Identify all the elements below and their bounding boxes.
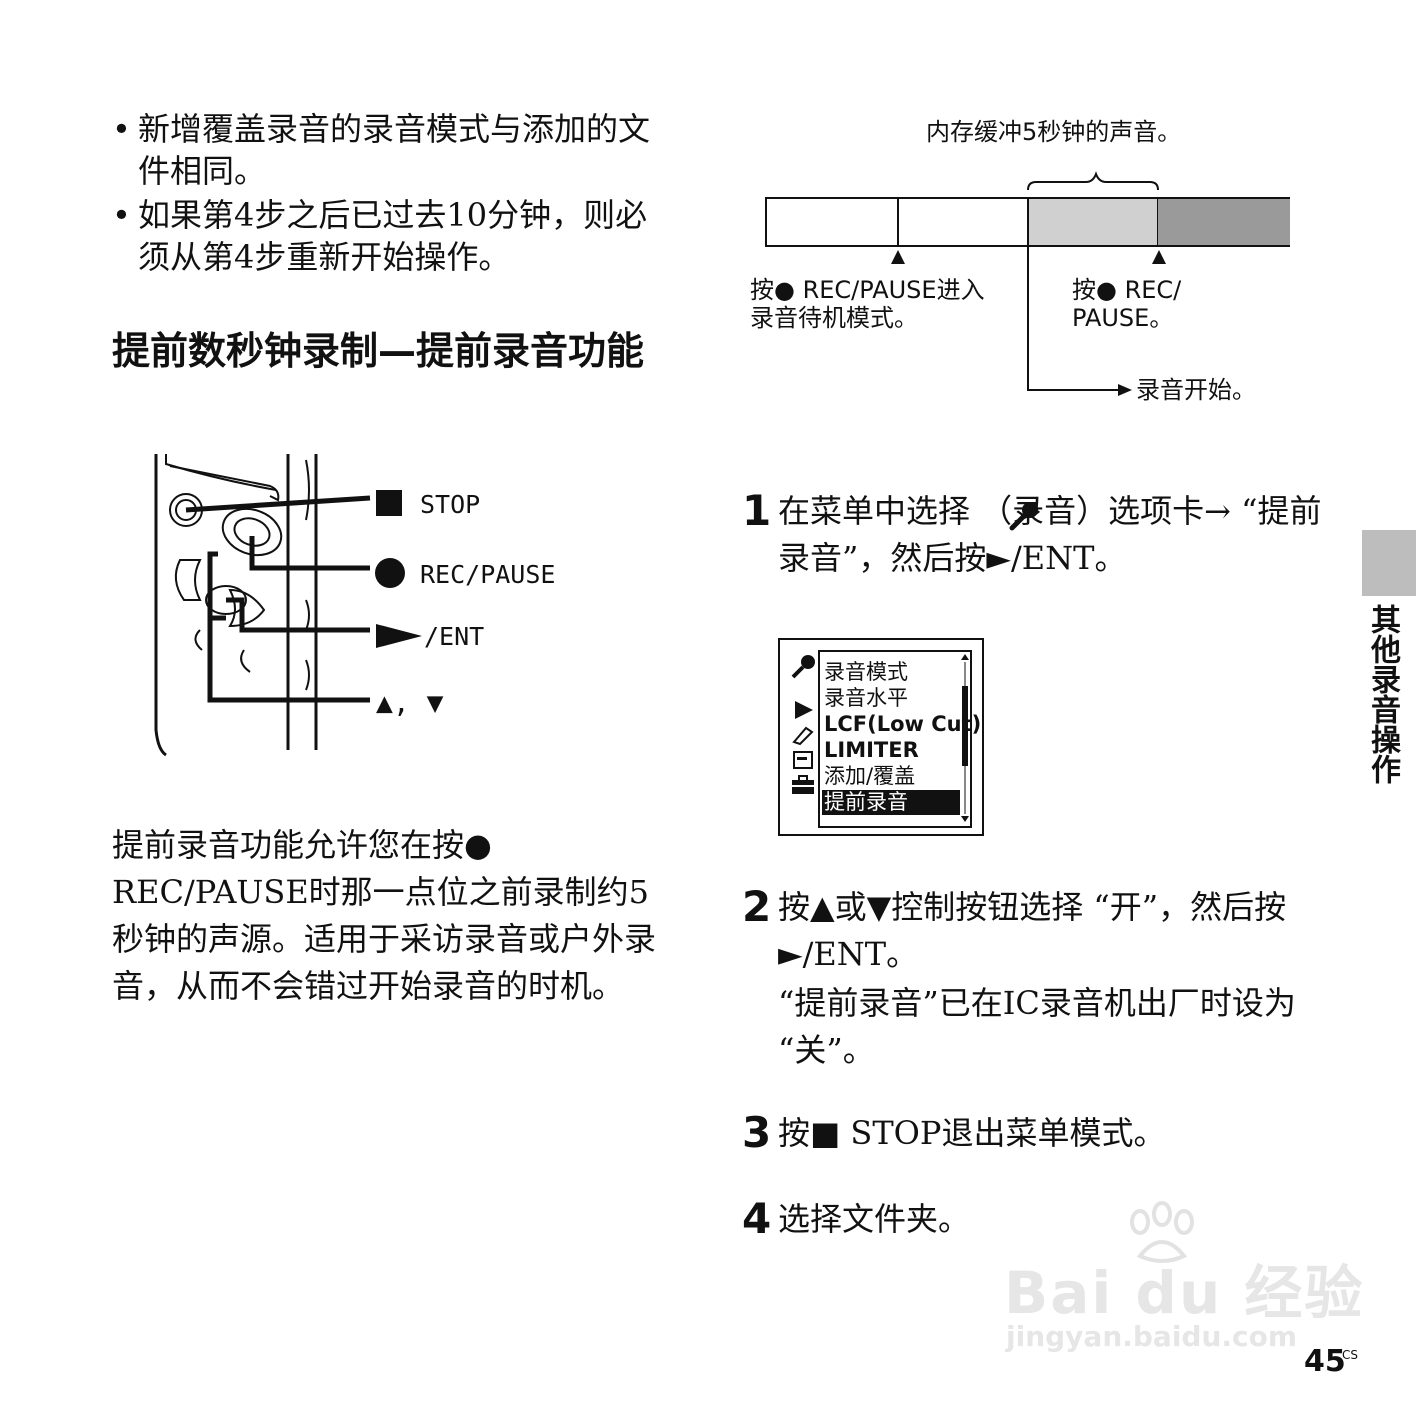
side-section-label: 其他录音操作: [1365, 604, 1400, 784]
step-text: 在菜单中选择 （录音）选项卡→ “提前录音”，然后按►/ENT。: [778, 492, 1322, 577]
menu-item-rec-level[interactable]: 录音水平: [824, 686, 908, 710]
menu-item-lcf[interactable]: LCF(Low Cut): [824, 712, 982, 736]
lcd-menu-screen: 录音模式 录音水平 LCF(Low Cut) LIMITER 添加/覆盖 提前录…: [778, 638, 984, 836]
page-number: 45: [1304, 1344, 1346, 1379]
side-tab-marker: [1362, 530, 1416, 596]
start-label: 录音开始。: [1136, 376, 1256, 404]
step-3: 3 按■ STOP退出菜单模式。: [742, 1110, 1322, 1157]
step-4: 4 选择文件夹。: [742, 1196, 1322, 1243]
edit-tab-icon: [792, 726, 814, 746]
step-number: 3: [742, 1108, 772, 1157]
section-heading: 提前数秒钟录制—提前录音功能: [112, 329, 645, 373]
play-triangle-icon: [376, 624, 422, 648]
bullet-dot: •: [112, 110, 131, 148]
step-number: 4: [742, 1194, 772, 1243]
timeline-diagram: [765, 171, 1290, 396]
bullet-item: • 如果第4步之后已过去10分钟，则必须从第4步重新开始操作。: [112, 194, 672, 278]
step-note-text: “提前录音”已在IC录音机出厂时设为 “关”。: [778, 984, 1296, 1069]
stop-label: STOP: [420, 490, 481, 519]
step-1: 1 在菜单中选择 （录音）选项卡→ “提前录音”，然后按►/ENT。: [742, 488, 1322, 582]
standby-label-line2: 录音待机模式。: [750, 304, 918, 332]
menu-item-add-overwrite[interactable]: 添加/覆盖: [824, 764, 916, 788]
step-text: 按■ STOP退出菜单模式。: [778, 1114, 1166, 1152]
step-2: 2 按▲或▼控制按钮选择 “开”，然后按►/ENT。: [742, 884, 1322, 978]
step-text: 按▲或▼控制按钮选择 “开”，然后按►/ENT。: [778, 888, 1287, 973]
feature-paragraph: 提前录音功能允许您在按● REC/PAUSE时那一点位之前录制约5秒钟的声源。适…: [112, 826, 657, 1005]
standby-label-line1: 按● REC/PAUSE进入: [750, 276, 985, 304]
play-tab-icon: [795, 701, 813, 719]
up-down-label: ▲, ▼: [376, 686, 444, 719]
buffer-label: 内存缓冲5秒钟的声音。: [926, 118, 1182, 146]
paw-logo-icon: [1130, 1201, 1194, 1263]
bullet-dot: •: [112, 196, 131, 234]
record-dot-icon: [375, 558, 405, 588]
lcd-menu-list: [818, 650, 972, 828]
step-text: 选择文件夹。: [778, 1200, 971, 1238]
menu-item-limiter[interactable]: LIMITER: [824, 738, 919, 762]
step-number: 2: [742, 882, 772, 931]
bullet-text: 新增覆盖录音的录音模式与添加的文件相同。: [138, 110, 651, 190]
watermark-url: jingyan.baidu.com: [1006, 1320, 1298, 1353]
menu-item-pre-recording[interactable]: 提前录音: [822, 790, 960, 815]
bullet-item: • 新增覆盖录音的录音模式与添加的文件相同。: [112, 108, 672, 192]
press-label-line2: PAUSE。: [1072, 304, 1174, 332]
file-tab-icon: [793, 751, 813, 769]
microphone-icon: [1009, 502, 1038, 531]
menu-item-rec-mode[interactable]: 录音模式: [824, 660, 908, 684]
toolbox-tab-icon: [792, 775, 814, 794]
stop-square-icon: [376, 490, 402, 516]
page-suffix: CS: [1342, 1348, 1358, 1362]
device-illustration: [154, 454, 371, 757]
play-ent-label: /ENT: [424, 622, 485, 651]
mic-tab-icon: [791, 655, 815, 679]
step-2-note: “提前录音”已在IC录音机出厂时设为 “关”。: [742, 980, 1322, 1074]
watermark-logo: Bai du 经验: [1004, 1259, 1365, 1327]
press-label-line1: 按● REC/: [1072, 276, 1182, 304]
rec-pause-label: REC/PAUSE: [420, 560, 556, 589]
menu-scrollbar[interactable]: [958, 652, 972, 824]
bullet-text: 如果第4步之后已过去10分钟，则必须从第4步重新开始操作。: [138, 196, 648, 276]
step-number: 1: [742, 486, 772, 535]
